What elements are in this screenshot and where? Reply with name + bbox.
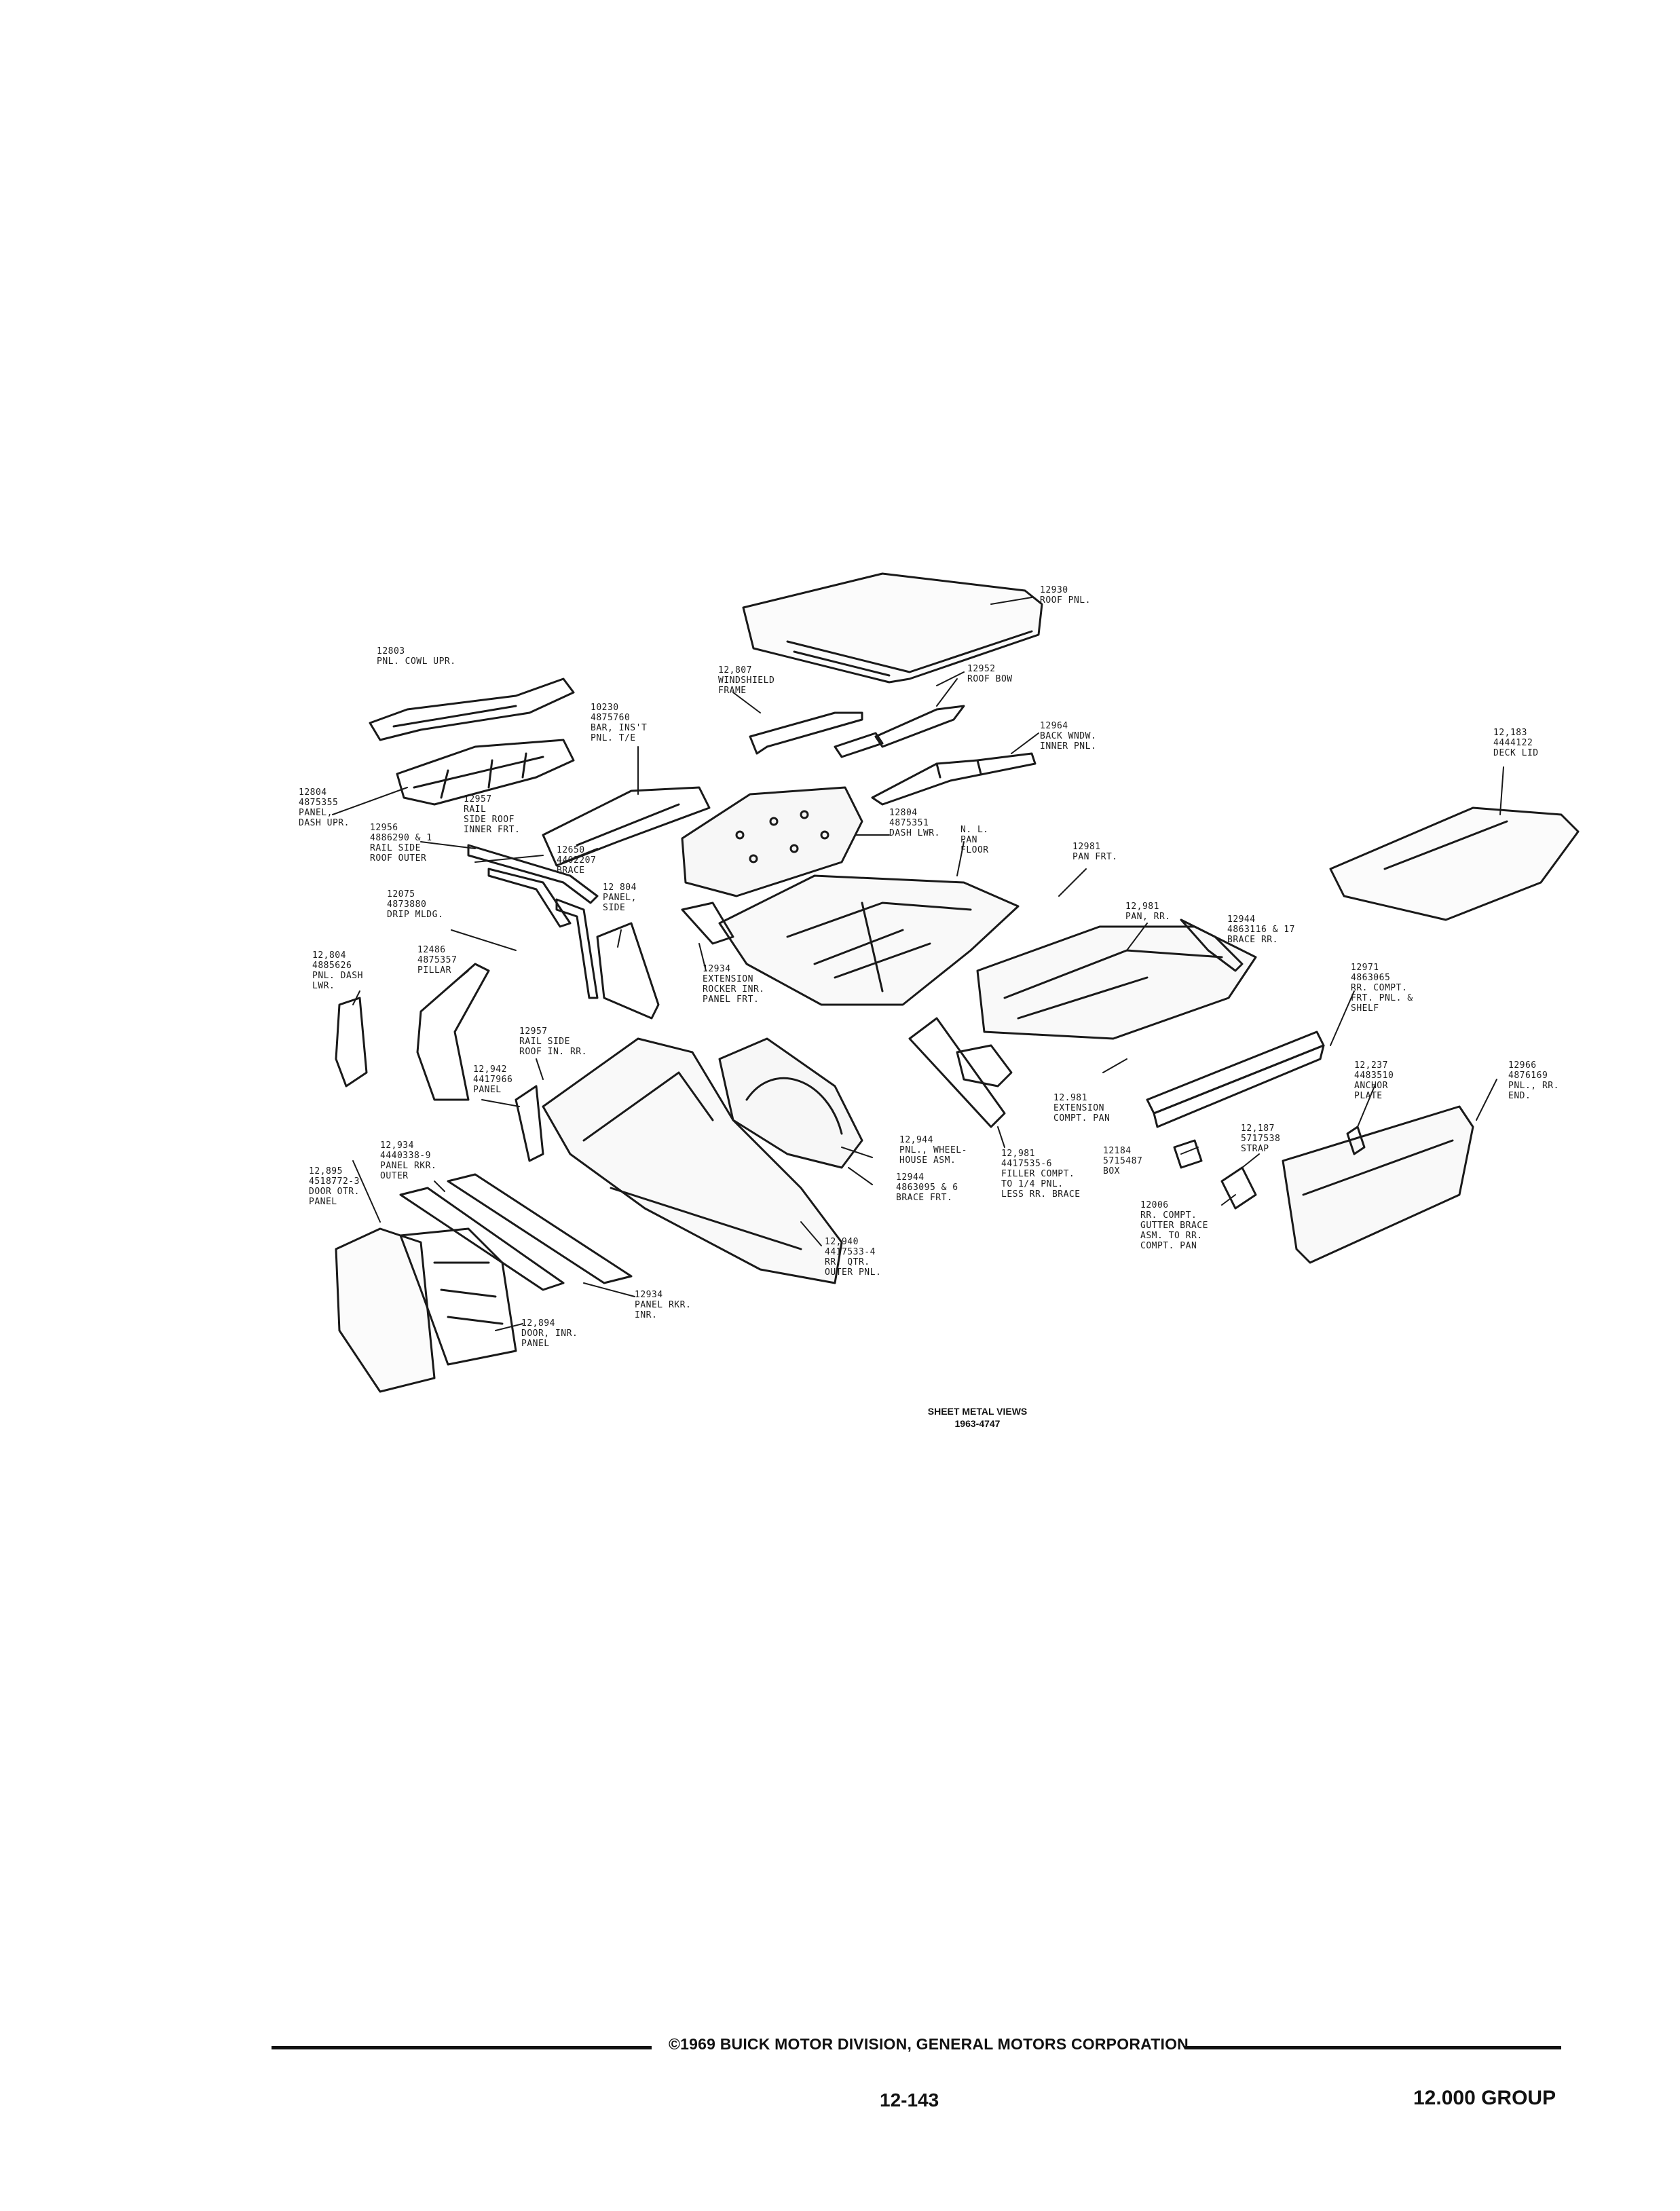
pnl-dash-lwr-part (335, 997, 368, 1088)
floor-pan-part (718, 874, 1020, 1006)
drip-molding-part (555, 898, 599, 999)
rear-pan-part (976, 925, 1257, 1040)
extension-rocker-part (681, 902, 734, 945)
dash-upper-part (396, 739, 575, 806)
page-number: 12-143 (880, 2089, 939, 2111)
rear-end-panel-part (1282, 1105, 1474, 1264)
copyright-notice: ©1969 BUICK MOTOR DIVISION, GENERAL MOTO… (669, 2035, 1189, 2053)
wheel-house-part (718, 1037, 863, 1169)
panel-rkr-outer-part (399, 1187, 565, 1291)
panel-side-part (596, 922, 660, 1020)
anchor-plate-part (1346, 1126, 1366, 1155)
windshield-frame-part (749, 711, 884, 758)
door-inner-part (399, 1227, 517, 1366)
rear-compt-front-part (1146, 1030, 1325, 1128)
caption-number: 1963-4747 (954, 1418, 1001, 1429)
diagram-caption: SHEET METAL VIEWS 1963-4747 (889, 1405, 1066, 1430)
roof-panel-part (742, 572, 1043, 684)
rail-side-roof-part (467, 844, 599, 928)
gutter-brace-part (1220, 1166, 1257, 1210)
leader-lines (332, 597, 1504, 1331)
quarter-outer-part (542, 1037, 843, 1284)
back-window-part (871, 752, 1037, 806)
footer-rule-right (1184, 2046, 1561, 2049)
extension-compt-pan-part (956, 1044, 1013, 1088)
inst-bar-part (542, 786, 711, 867)
door-outer-part (335, 1227, 436, 1393)
roof-bow-part (874, 705, 965, 748)
filler-compt-part (908, 1017, 1006, 1128)
deck-lid-part (1329, 806, 1580, 921)
panel-4417966-part (515, 1085, 544, 1162)
box-part (1173, 1139, 1203, 1169)
group-label: 12.000 GROUP (1413, 2087, 1556, 2109)
panel-rkr-inner-part (447, 1173, 633, 1284)
dash-lower-part (681, 786, 863, 897)
caption-title: SHEET METAL VIEWS (927, 1406, 1028, 1417)
footer-rule-left (272, 2046, 652, 2049)
brace-rear-part (1180, 918, 1244, 972)
cowl-upper-part (369, 677, 575, 741)
pillar-part (416, 963, 490, 1101)
